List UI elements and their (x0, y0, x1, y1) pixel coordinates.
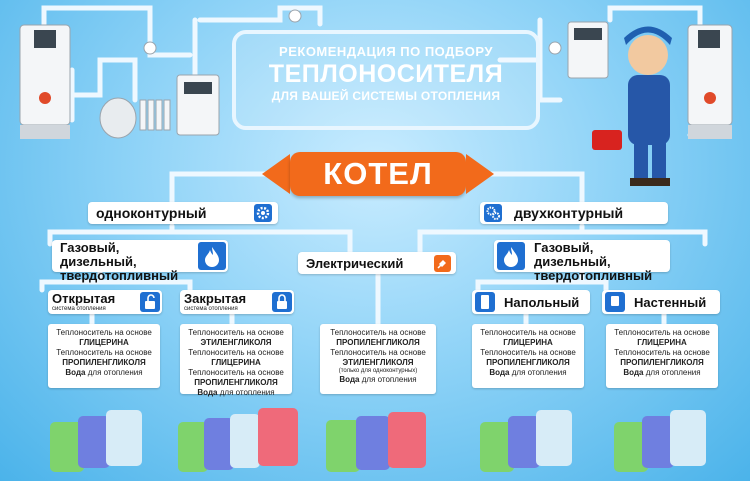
arrow-right-icon (466, 154, 494, 194)
card-line: для отопления (645, 368, 701, 377)
card-line-bold: ПРОПИЛЕНГЛИКОЛЯ (194, 378, 278, 387)
gas-right-label: Газовый, дизельный, твердотопливный (534, 240, 653, 283)
node-closed-system: Закрытая система отопления (180, 290, 294, 314)
wall-boiler-icon (605, 292, 625, 312)
card-line: Теплоноситель на основе (188, 368, 284, 377)
card-line-bold: ПРОПИЛЕНГЛИКОЛЯ (62, 358, 146, 367)
node-single-circuit: одноконтурный (88, 202, 278, 224)
canisters-group (178, 408, 298, 472)
card-note: (только для одноконтурных) (338, 368, 418, 374)
canisters-group (326, 412, 426, 472)
card-line-bold: ГЛИЦЕРИНА (211, 358, 261, 367)
card-line-bold: ЭТИЛЕНГЛИКОЛЯ (342, 358, 414, 367)
title-line-2: ТЕПЛОНОСИТЕЛЯ (268, 60, 504, 88)
floor-label: Напольный (504, 295, 580, 310)
arrow-left-icon (262, 154, 290, 194)
card-floor: Теплоноситель на основе ГЛИЦЕРИНА Теплон… (472, 324, 584, 388)
gears-icon (484, 204, 502, 222)
double-circuit-label: двухконтурный (514, 205, 624, 221)
node-gas-right: Газовый, дизельный, твердотопливный (494, 240, 670, 283)
card-line: Теплоноситель на основе (56, 348, 152, 357)
card-line-bold: ГЛИЦЕРИНА (79, 338, 129, 347)
card-line-bold: Вода (489, 368, 510, 377)
floor-boiler-icon (475, 292, 495, 312)
card-line: Теплоноситель на основе (614, 348, 710, 357)
card-line: Теплоноситель на основе (480, 328, 576, 337)
open-sub: система отопления (52, 306, 106, 312)
root-node-boiler: КОТЕЛ (290, 152, 466, 196)
card-line: Теплоноситель на основе (614, 328, 710, 337)
handyman-figure (592, 26, 672, 186)
wall-label: Настенный (634, 295, 707, 310)
node-wall: Настенный (602, 290, 720, 314)
card-line-bold: ЭТИЛЕНГЛИКОЛЯ (200, 338, 272, 347)
node-electric: Электрический (298, 252, 456, 274)
card-line: Теплоноситель на основе (56, 328, 152, 337)
title-line-3: ДЛЯ ВАШЕЙ СИСТЕМЫ ОТОПЛЕНИЯ (271, 89, 501, 103)
card-line: Теплоноситель на основе (188, 348, 284, 357)
canisters-group (614, 410, 706, 472)
closed-label: Закрытая (184, 291, 247, 306)
plug-icon (434, 255, 451, 272)
card-line-bold: ГЛИЦЕРИНА (503, 338, 553, 347)
closed-sub: система отопления (184, 306, 238, 312)
card-line-bold: Вода (339, 375, 360, 384)
electric-label: Электрический (306, 256, 404, 271)
canisters-group (480, 410, 572, 472)
node-gas-left: Газовый, дизельный, твердотопливный (52, 240, 228, 283)
flame-icon (497, 242, 525, 270)
node-floor: Напольный (472, 290, 590, 314)
card-line: Теплоноситель на основе (188, 328, 284, 337)
node-open-system: Открытая система отопления (48, 290, 162, 314)
card-electric: Теплоноситель на основе ПРОПИЛЕНГЛИКОЛЯ … (320, 324, 436, 394)
canisters-group (50, 410, 142, 472)
card-line-bold: ГЛИЦЕРИНА (637, 338, 687, 347)
node-double-circuit: двухконтурный (480, 202, 668, 224)
title-line-1: РЕКОМЕНДАЦИЯ ПО ПОДБОРУ (279, 44, 493, 59)
card-line: Теплоноситель на основе (330, 328, 426, 337)
card-line-bold: ПРОПИЛЕНГЛИКОЛЯ (336, 338, 420, 347)
card-line: для отопления (511, 368, 567, 377)
gear-icon (254, 204, 272, 222)
single-circuit-label: одноконтурный (96, 205, 207, 221)
open-label: Открытая (52, 291, 116, 306)
card-closed: Теплоноситель на основе ЭТИЛЕНГЛИКОЛЯ Те… (180, 324, 292, 397)
title-frame: РЕКОМЕНДАЦИЯ ПО ПОДБОРУ ТЕПЛОНОСИТЕЛЯ ДЛ… (232, 30, 540, 130)
card-line-bold: Вода (197, 388, 218, 397)
card-line: для отопления (361, 375, 417, 384)
card-line: Теплоноситель на основе (480, 348, 576, 357)
card-open: Теплоноситель на основе ГЛИЦЕРИНА Теплон… (48, 324, 160, 388)
card-wall: Теплоноситель на основе ГЛИЦЕРИНА Теплон… (606, 324, 718, 388)
flame-icon (198, 242, 226, 270)
lock-icon (272, 292, 292, 312)
unlock-icon (140, 292, 160, 312)
card-line-bold: ПРОПИЛЕНГЛИКОЛЯ (486, 358, 570, 367)
card-line-bold: ПРОПИЛЕНГЛИКОЛЯ (620, 358, 704, 367)
card-line: для отопления (87, 368, 143, 377)
card-line-bold: Вода (65, 368, 86, 377)
card-line-bold: Вода (623, 368, 644, 377)
card-line: для отопления (219, 388, 275, 397)
gas-left-label: Газовый, дизельный, твердотопливный (60, 240, 179, 283)
card-line: Теплоноситель на основе (330, 348, 426, 357)
